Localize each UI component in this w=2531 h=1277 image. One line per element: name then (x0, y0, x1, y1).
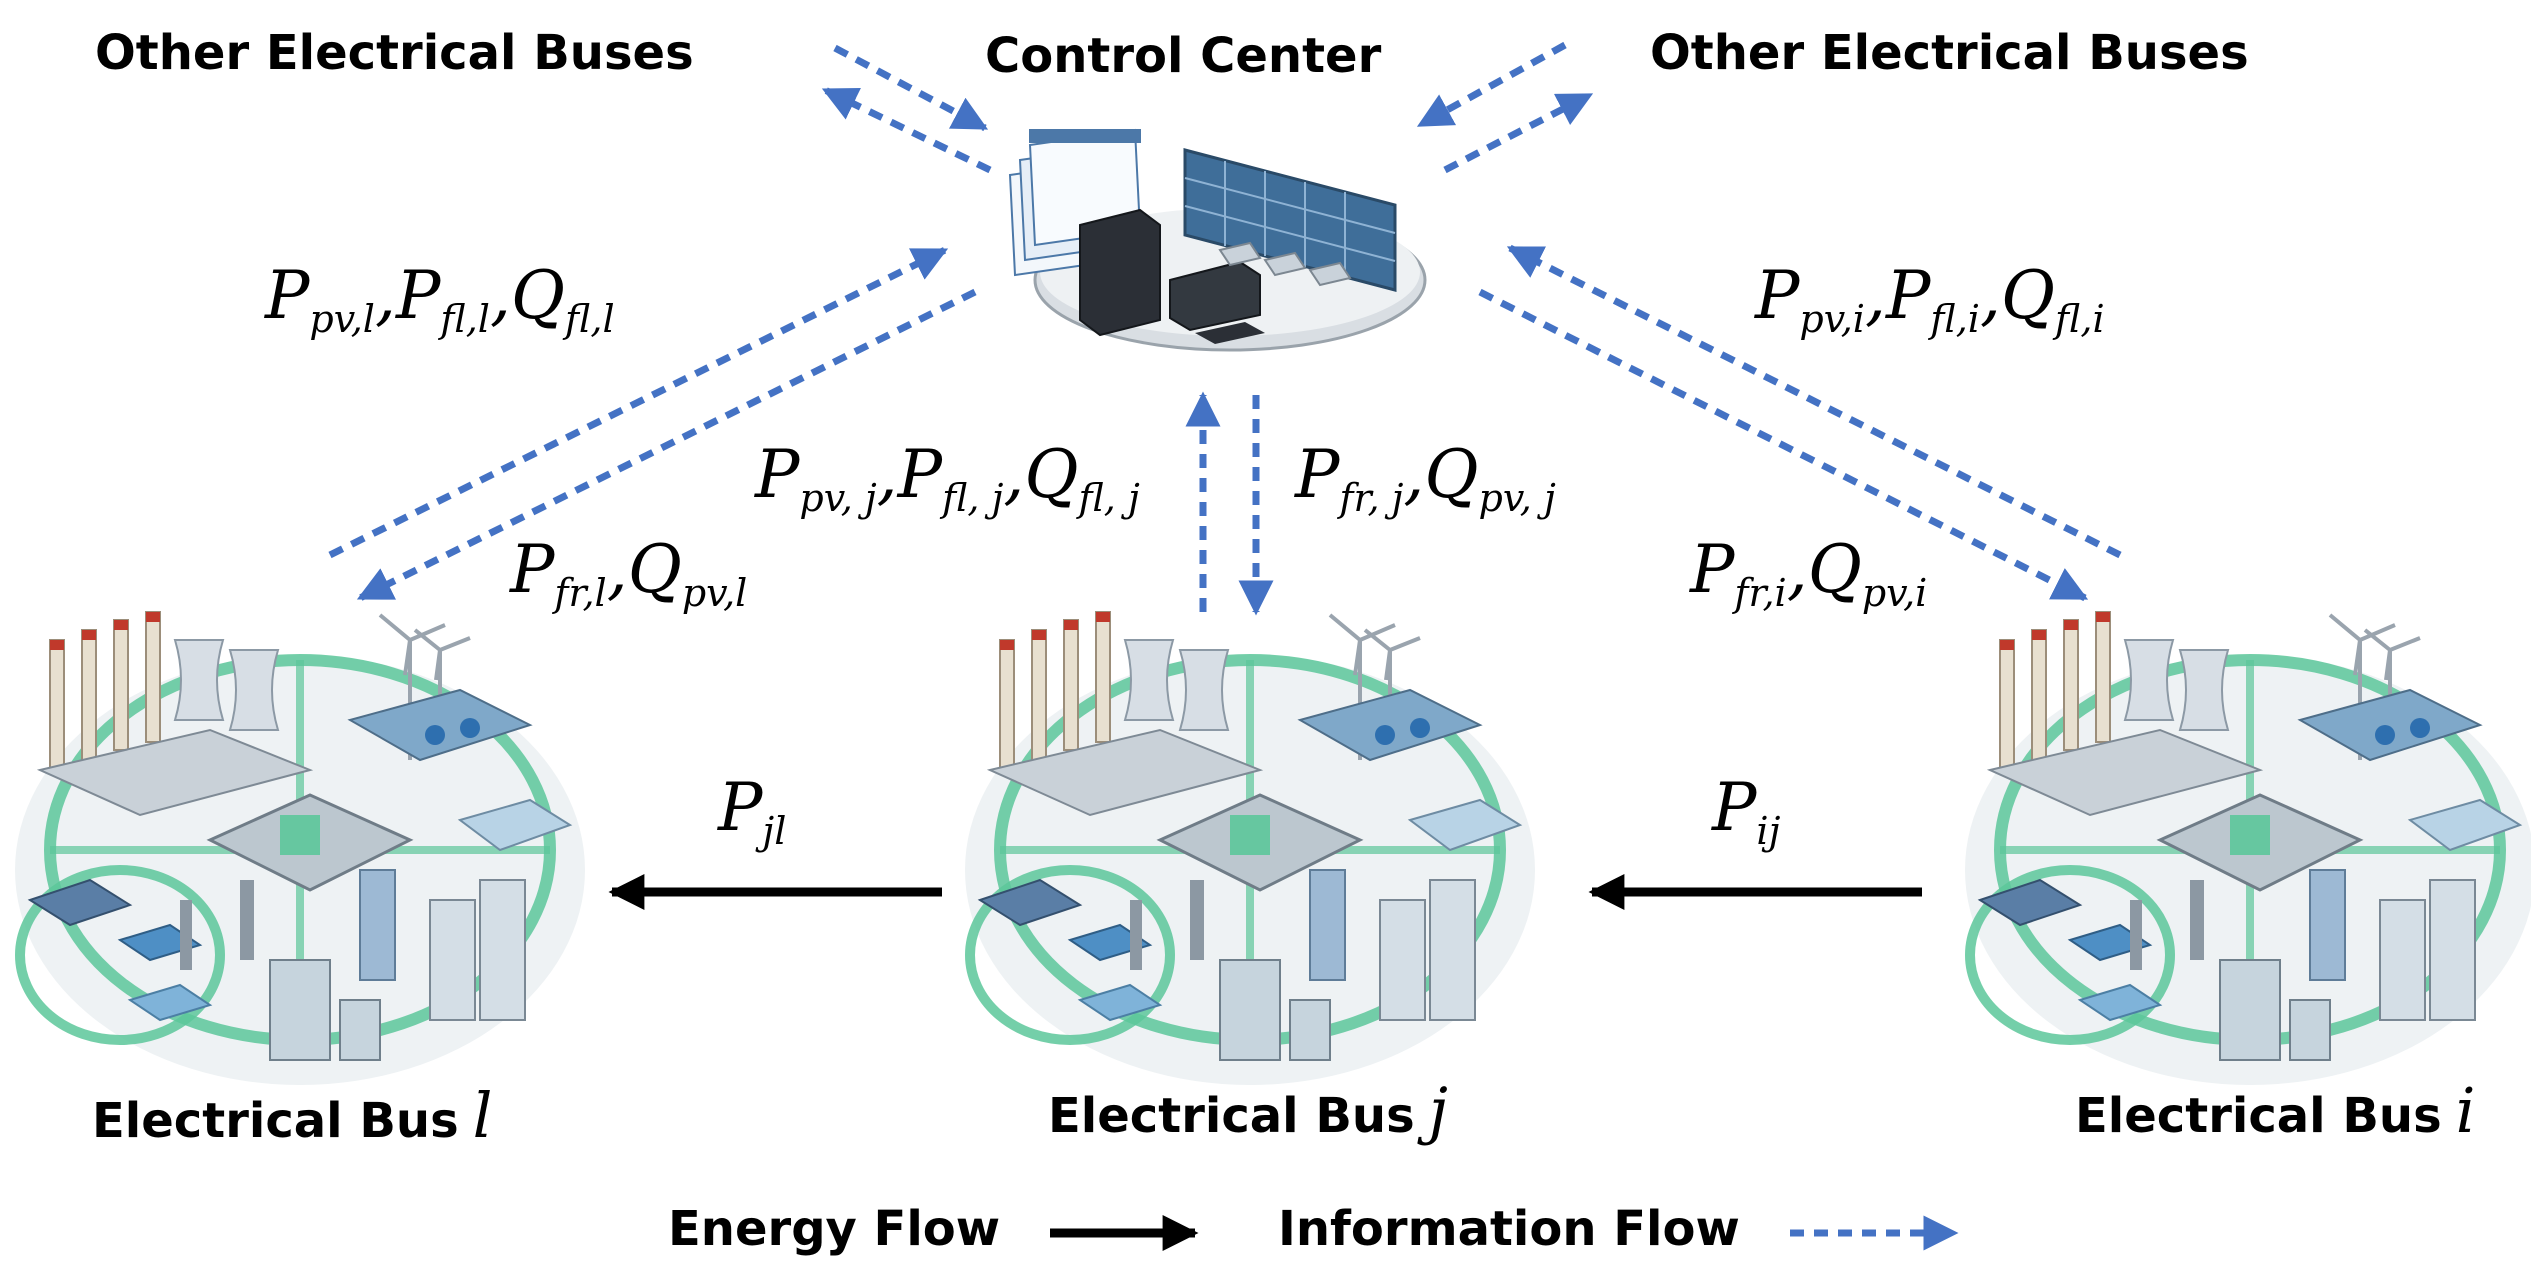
math-down-i: Pfr,i,Qpv,i (1689, 531, 1927, 615)
info-arrow-i-to-cc (1506, 244, 2122, 559)
math-down-l: Pfr,l,Qpv,l (509, 531, 747, 615)
info-flow-arrows (328, 41, 2122, 616)
other-buses-left-label: Other Electrical Buses (95, 25, 694, 81)
math-up-i: Ppv,i,Pfl,i,Qfl,i (1754, 257, 2105, 341)
math-up-l: Ppv,l,Pfl,l,Qfl,l (264, 257, 615, 341)
control-center-icon (1008, 128, 1427, 352)
info-arrow-l-to-cc (328, 246, 949, 559)
control-center-label: Control Center (985, 28, 1382, 84)
bus-j-icon (965, 612, 1535, 1085)
math-up-j: Ppv, j,Pfl, j,Qfl, j (754, 436, 1140, 520)
math-p-ij: Pij (1711, 769, 1781, 853)
info-arrow-to-cc-topright (1416, 41, 1567, 129)
other-buses-right-label: Other Electrical Buses (1650, 25, 2249, 81)
math-down-j: Pfr, j,Qpv, j (1294, 436, 1556, 520)
info-arrow-to-cc-topleft (833, 44, 989, 132)
bus-i-icon (1965, 612, 2531, 1085)
info-arrow-to-other-left (821, 86, 992, 174)
bus-l-icon (15, 612, 585, 1085)
legend-information-flow-label: Information Flow (1278, 1201, 1740, 1257)
info-arrow-cc-to-i (1478, 288, 2089, 602)
math-p-jl: Pjl (717, 769, 786, 853)
info-arrow-cc-to-l (356, 288, 977, 602)
legend-energy-flow-label: Energy Flow (668, 1201, 1000, 1257)
info-arrow-to-other-right (1443, 91, 1594, 174)
